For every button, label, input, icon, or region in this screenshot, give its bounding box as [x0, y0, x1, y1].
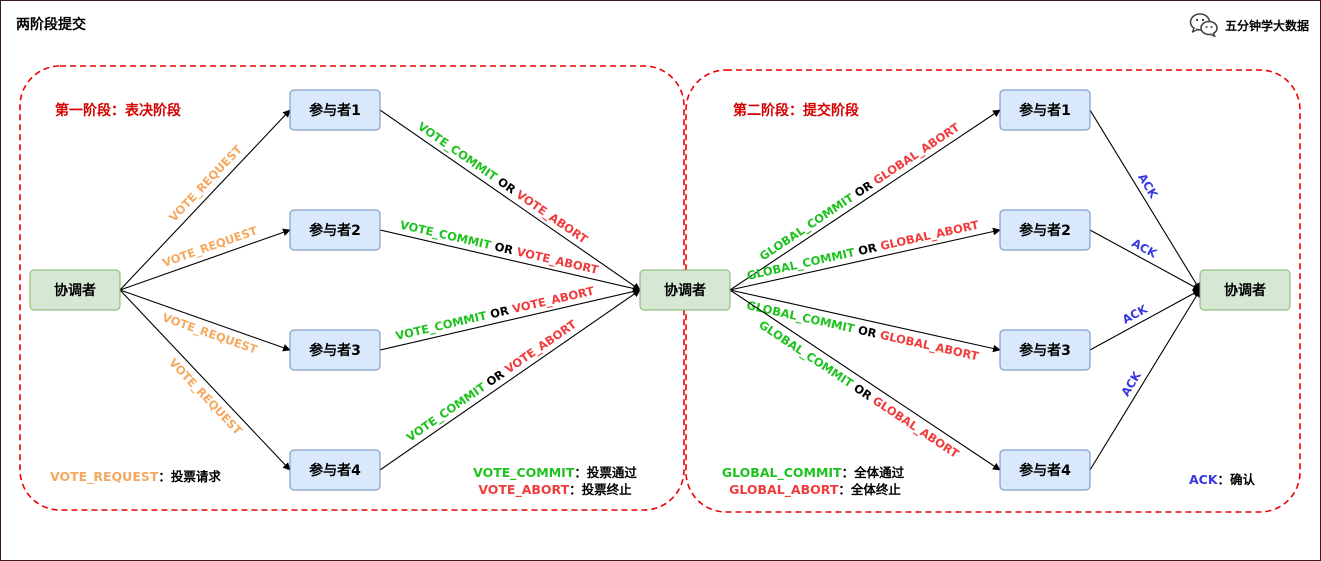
phase2-participant-3-box — [999, 329, 1091, 371]
page-title: 两阶段提交 — [16, 17, 86, 33]
ack-label-3-part-1: ACK — [1120, 301, 1151, 326]
ack-edge-1 — [1089, 109, 1201, 291]
legend-vote-abort: VOTE_ABORT：投票终止 — [478, 482, 632, 498]
vote-label-2-part-1: VOTE_COMMIT — [398, 217, 496, 253]
legend-global-abort: GLOBAL_ABORT：全体终止 — [729, 482, 901, 498]
request-label-4-part-1: VOTE_REQUEST — [166, 355, 245, 438]
request-edge-4 — [119, 289, 291, 471]
legend-global-commit-desc: ：全体通过 — [842, 465, 905, 480]
phase2-title: 第二阶段：提交阶段 — [733, 102, 859, 119]
legend-ack-term: ACK — [1189, 472, 1219, 487]
ack-label-2-part-1: ACK — [1130, 235, 1161, 260]
legend-global-commit-term: GLOBAL_COMMIT — [722, 465, 842, 481]
request-label-4: VOTE_REQUEST — [166, 355, 245, 438]
global-label-1-part-3: GLOBAL_ABORT — [870, 120, 962, 188]
global-label-3-part-3: GLOBAL_ABORT — [879, 327, 981, 363]
legend-vote-request-term: VOTE_REQUEST — [50, 469, 159, 485]
legend-vote-commit-term: VOTE_COMMIT — [473, 465, 575, 481]
legend-global-commit: GLOBAL_COMMIT：全体通过 — [722, 465, 905, 481]
global-edge-3 — [729, 289, 1001, 353]
ack-label-4-part-1: ACK — [1118, 368, 1144, 399]
vote-label-3-part-1: VOTE_COMMIT — [394, 307, 492, 343]
phase1-participant-2-box — [289, 209, 381, 251]
ack-edge-3 — [1089, 289, 1201, 351]
global-label-2-part-2: OR — [857, 239, 882, 258]
vote-label-3-part-3: VOTE_ABORT — [511, 283, 596, 316]
vote-edge-4 — [379, 289, 641, 471]
phase2-participant-4-label: 参与者4 — [1019, 462, 1071, 479]
coordinator-start-label: 协调者 — [54, 282, 96, 299]
phase1-container — [19, 65, 685, 511]
global-label-4-part-3: GLOBAL_ABORT — [870, 393, 962, 461]
phase1-participant-1-box — [289, 89, 381, 131]
request-edge-1 — [119, 109, 291, 291]
vote-label-2-part-3: VOTE_ABORT — [515, 244, 600, 277]
phase2-participant-3-label: 参与者3 — [1019, 342, 1071, 359]
legend-vote-request: VOTE_REQUEST：投票请求 — [50, 469, 221, 485]
global-label-2-part-3: GLOBAL_ABORT — [879, 217, 981, 253]
legend-vote-request-desc: ：投票请求 — [158, 469, 221, 484]
legend-vote-commit-desc: ：投票通过 — [574, 465, 637, 480]
coordinator-start-box — [29, 269, 121, 311]
phase1-participant-4-box — [289, 449, 381, 491]
phase1-participant-2-label: 参与者2 — [309, 222, 361, 239]
legend-global-abort-term: GLOBAL_ABORT — [729, 482, 839, 498]
legend-ack: ACK：确认 — [1189, 472, 1256, 487]
request-label-1: VOTE_REQUEST — [166, 142, 245, 225]
vote-label-1-part-3: VOTE_ABORT — [513, 187, 590, 247]
coordinator-end-label: 协调者 — [1224, 282, 1266, 299]
ack-label-3: ACK — [1120, 301, 1151, 326]
phase2-participant-2-label: 参与者2 — [1019, 222, 1071, 239]
ack-edge-4 — [1089, 289, 1201, 471]
vote-edge-1 — [379, 109, 641, 291]
ack-label-1: ACK — [1136, 171, 1162, 202]
request-edge-2 — [119, 228, 291, 291]
legend-vote-abort-desc: ：投票终止 — [569, 482, 632, 497]
phase2-participant-4-box — [999, 449, 1091, 491]
coordinator-middle-label: 协调者 — [664, 282, 706, 299]
global-label-1: GLOBAL_COMMIT OR GLOBAL_ABORT — [757, 120, 963, 264]
wechat-icon — [1189, 13, 1218, 38]
phase1-participant-4-label: 参与者4 — [309, 462, 361, 479]
phase1-participant-1-label: 参与者1 — [309, 102, 361, 119]
ack-label-4: ACK — [1118, 368, 1144, 399]
legend-ack-desc: ：确认 — [1218, 472, 1256, 487]
coordinator-end-box — [1199, 269, 1291, 311]
phase1-title: 第一阶段：表决阶段 — [55, 102, 181, 119]
ack-label-1-part-1: ACK — [1136, 171, 1162, 202]
brand: 五分钟学大数据 — [1189, 12, 1309, 38]
phase2-participant-1-label: 参与者1 — [1019, 102, 1071, 119]
vote-label-2-part-2: OR — [493, 239, 518, 258]
legend-vote-abort-term: VOTE_ABORT — [478, 482, 569, 498]
global-edge-2 — [729, 227, 1001, 291]
phase1-participant-3-label: 参与者3 — [309, 342, 361, 359]
global-edge-1 — [729, 109, 1001, 291]
request-label-1-part-1: VOTE_REQUEST — [166, 142, 245, 225]
vote-label-1-part-1: VOTE_COMMIT — [415, 119, 503, 187]
global-label-3-part-2: OR — [857, 322, 882, 341]
phase2-participant-1-box — [999, 89, 1091, 131]
request-edge-3 — [119, 289, 291, 352]
ack-edge-2 — [1089, 229, 1201, 291]
coordinator-middle-box — [639, 269, 731, 311]
legend-global-abort-desc: ：全体终止 — [838, 482, 901, 497]
phase2-participant-2-box — [999, 209, 1091, 251]
legend-vote-commit: VOTE_COMMIT：投票通过 — [473, 465, 637, 481]
ack-label-2: ACK — [1130, 235, 1161, 260]
phase1-participant-3-box — [289, 329, 381, 371]
vote-edge-2 — [379, 229, 641, 293]
global-edge-4 — [729, 289, 1001, 471]
vote-label-4-part-3: VOTE_ABORT — [502, 317, 579, 377]
vote-edge-3 — [379, 287, 641, 351]
brand-name: 五分钟学大数据 — [1224, 18, 1309, 33]
vote-label-4-part-1: VOTE_COMMIT — [403, 377, 491, 445]
vote-label-3-part-2: OR — [489, 302, 514, 321]
vote-label-4: VOTE_COMMIT OR VOTE_ABORT — [403, 317, 579, 445]
